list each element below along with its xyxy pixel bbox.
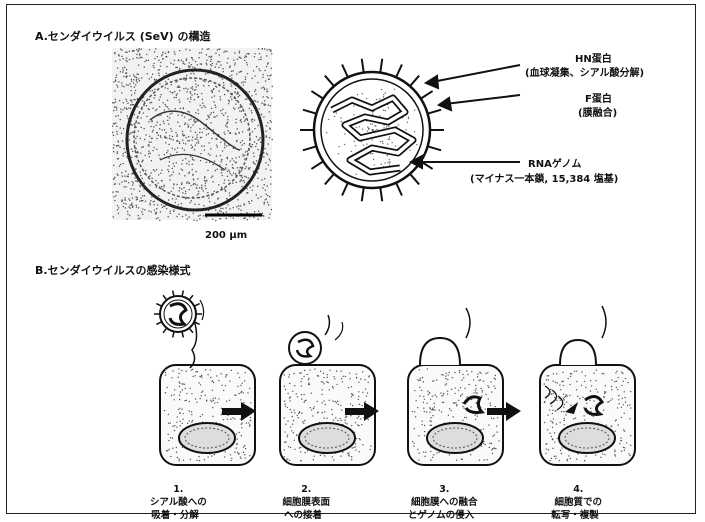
step-2-text: 細胞膜表面 への接着 (283, 497, 331, 521)
step-3-number: 3. (439, 484, 449, 495)
hn-protein-description: (血球凝集、シアル酸分解) (525, 64, 644, 79)
rna-genome-description: (マイナス一本鎖, 15,384 塩基) (470, 170, 618, 185)
step-3-text: 細胞膜への融合 とゲノムの侵入 (408, 497, 478, 521)
hn-protein-label: HN蛋白 (575, 50, 612, 65)
free-virion (154, 291, 204, 368)
step-4-text: 細胞質での 転写・複製 (551, 497, 602, 521)
virion-schematic (300, 59, 444, 202)
step-4-caption: 4. 細胞質での 転写・複製 (520, 470, 630, 522)
step-2-number: 2. (301, 484, 311, 495)
rna-genome-label: RNAゲノム (528, 155, 582, 170)
step-1-number: 1. (173, 484, 183, 495)
step-1-text: シアル酸への 吸着・分解 (150, 497, 207, 521)
electron-micrograph (112, 48, 273, 221)
f-protein-label: F蛋白 (585, 90, 612, 105)
scale-bar-label: 200 μm (205, 230, 247, 241)
section-b-title: B.センダイウイルスの感染様式 (35, 262, 191, 278)
cell-4 (540, 365, 635, 465)
step-1-caption: 1. シアル酸への 吸着・分解 (120, 470, 230, 522)
f-protein-description: (膜融合) (578, 104, 617, 119)
step-3-caption: 3. 細胞膜への融合 とゲノムの侵入 (376, 470, 506, 522)
step-4-number: 4. (573, 484, 583, 495)
step-2-caption: 2. 細胞膜表面 への接着 (248, 470, 358, 522)
